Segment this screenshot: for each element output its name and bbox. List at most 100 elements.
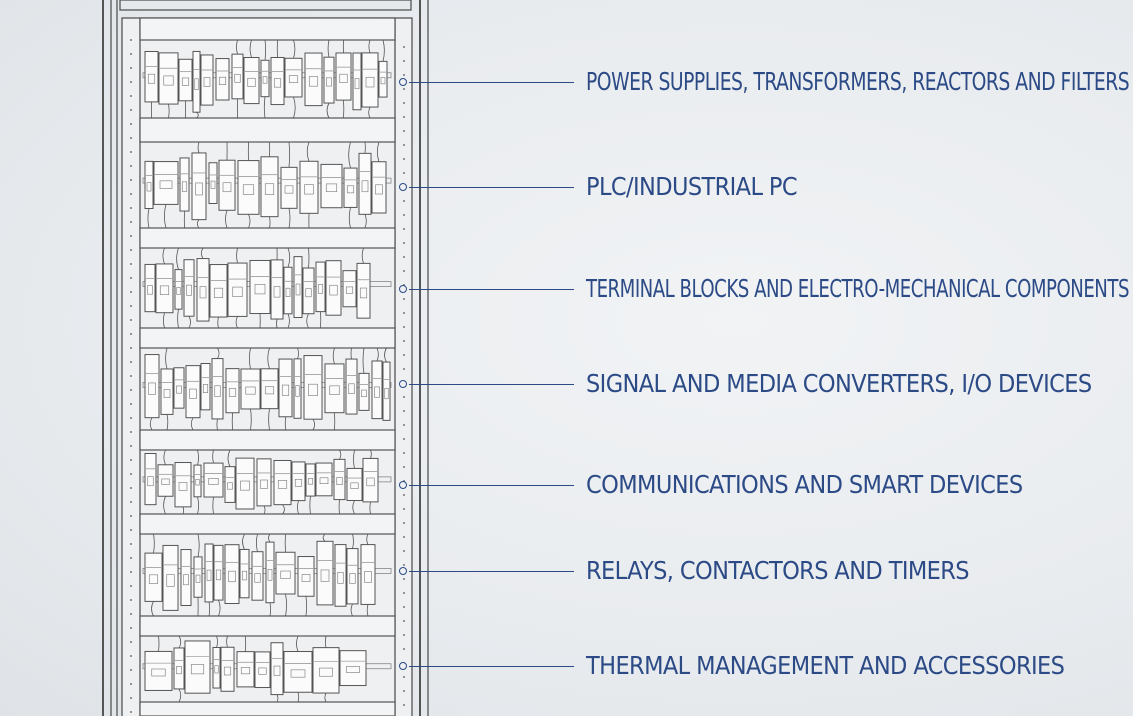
rail-device [183,259,195,317]
callout-label: TERMINAL BLOCKS AND ELECTRO-MECHANICAL C… [586,274,1130,303]
callout-dot [399,662,407,670]
rail-device [209,264,228,318]
rail-device [155,263,174,314]
rail-device [315,261,326,313]
callout-dot [399,183,407,191]
rail-device [200,363,211,411]
callout-line [409,82,574,83]
rail-device [249,259,271,315]
callout-dot [399,567,407,575]
callout-line [409,384,574,385]
rail-device [283,651,313,693]
rail-device [371,161,387,214]
rail-device [256,458,272,507]
rail-device [293,358,302,419]
callout-label: PLC/INDUSTRIAL PC [586,172,798,201]
rail-device [346,467,363,501]
callout-dot [399,481,407,489]
rail-device [382,361,391,421]
rail-device [173,647,185,690]
callout-line [409,187,574,188]
control-cabinet-drawing [102,0,429,716]
cable-duct [139,513,396,535]
rail-device [200,54,214,106]
callout-line [409,485,574,486]
rail-device [278,358,293,418]
rail-device [302,267,315,315]
rail-device [251,551,264,601]
rail-device [342,270,357,308]
callout-label: RELAYS, CONTACTORS AND TIMERS [586,556,970,585]
rail-device [224,544,240,605]
rail-device [260,156,279,218]
rail-device [378,60,388,98]
rail-device [305,463,316,497]
callout-label: POWER SUPPLIES, TRANSFORMERS, REACTORS A… [586,67,1130,96]
rail-device [270,642,284,696]
rail-device [179,157,190,212]
rail-device [371,360,383,420]
rail-device [236,651,255,688]
rail-device [345,358,358,415]
rail-device [213,544,224,601]
rail-device [324,363,345,414]
rail-device [158,52,179,105]
rail-device [333,458,346,501]
rail-device [243,57,260,105]
callout-line [409,289,574,290]
rail-device [204,543,214,603]
rail-device [291,461,306,502]
rail-device [224,466,236,503]
rail-device [320,163,343,209]
callout-line [409,571,574,572]
rail-device [193,556,203,598]
rail-device [144,354,160,419]
rail-device [315,462,333,497]
rail-device [265,541,275,604]
rail-device [184,640,211,694]
rail-device [280,166,298,209]
rail-device [144,263,156,313]
rail-device [178,58,193,102]
rail-device [218,159,236,211]
rail-device [312,647,340,694]
rail-device [231,53,244,100]
rail-device [192,50,201,113]
rail-device [196,258,210,322]
rail-device [358,152,372,215]
rail-device [180,549,192,606]
rail-device [343,167,358,208]
rail-device [362,457,379,503]
cabinet-rows [130,17,405,716]
rail-device [237,160,260,215]
rail-device [299,160,319,214]
callout-label: THERMAL MANAGEMENT AND ACCESSORIES [586,651,1065,680]
rail-device [174,462,192,508]
rail-device [275,551,296,595]
cable-duct [139,429,396,451]
rail-device [260,59,270,98]
rail-device [360,544,376,605]
rail-device [325,260,342,316]
rail-device [297,556,315,597]
rail-device [191,152,207,221]
callout-line [409,666,574,667]
rail-device [293,256,303,319]
rail-device [240,368,261,410]
cable-duct [139,117,396,143]
rail-device [270,56,285,106]
rail-device [162,544,179,611]
rail-device [220,646,235,692]
rail-device [346,548,359,605]
callout-dot [399,78,407,86]
cable-duct [139,17,396,41]
rail-device [193,464,202,498]
rail-device [157,464,174,497]
cable-duct [139,327,396,349]
rail-device [334,544,347,607]
rail-device [174,269,183,310]
rail-device [361,52,379,108]
rail-device [352,52,362,111]
rail-device [235,457,255,510]
rail-device [316,540,334,606]
